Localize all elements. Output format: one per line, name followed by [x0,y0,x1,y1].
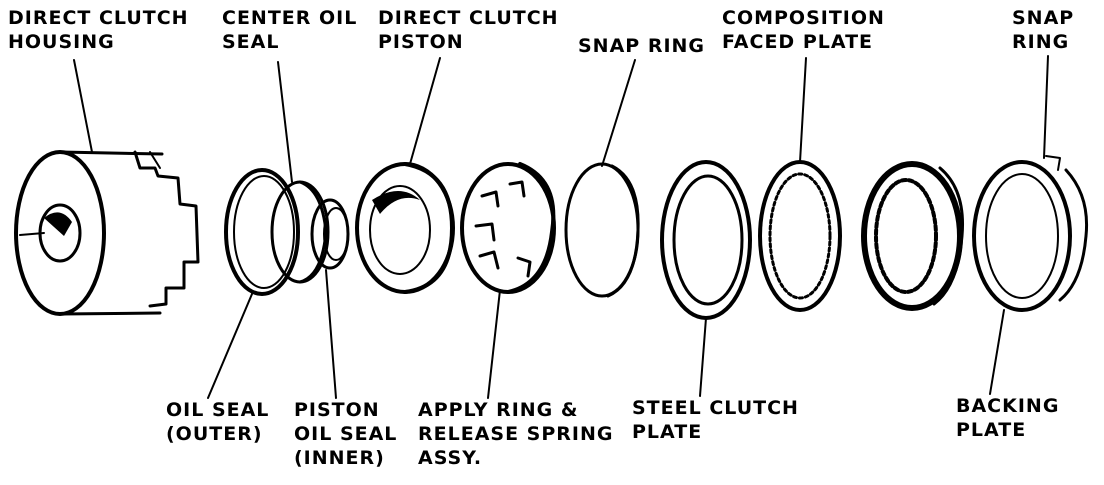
label-line: APPLY RING & [418,399,579,421]
label-oil-seal-outer: OIL SEAL (OUTER) [166,398,269,446]
label-snap-ring-1: SNAP RING [578,34,705,58]
clutch-pack-part [861,161,965,311]
label-line: STEEL CLUTCH [632,397,799,419]
label-line: DIRECT CLUTCH [378,7,559,29]
label-line: OIL SEAL [166,399,270,421]
label-line: (OUTER) [166,423,263,445]
label-piston-oil-seal-inner: PISTON OIL SEAL (INNER) [294,398,397,470]
label-line: (INNER) [294,447,385,469]
label-steel-clutch-plate: STEEL CLUTCH PLATE [632,396,799,444]
apply-ring-part [460,162,556,294]
label-direct-clutch-housing: DIRECT CLUTCH HOUSING [8,6,189,54]
label-line: RING [1012,31,1070,53]
label-line: SNAP [1012,7,1075,29]
label-line: CENTER OIL [222,7,358,29]
label-line: OIL SEAL [294,423,398,445]
label-line: PISTON [378,31,464,53]
label-line: SNAP RING [578,35,706,57]
label-direct-clutch-piston: DIRECT CLUTCH PISTON [378,6,559,54]
label-center-oil-seal: CENTER OIL SEAL [222,6,357,54]
label-line: PLATE [956,419,1027,441]
steel-clutch-plate-part [660,160,752,320]
label-backing-plate: BACKING PLATE [956,394,1059,442]
label-line: HOUSING [8,31,115,53]
oil-seal-outer-part [224,168,300,296]
label-line: DIRECT CLUTCH [8,7,189,29]
direct-clutch-piston-part [355,162,455,294]
backing-plate-part [972,155,1089,312]
piston-oil-seal-inner-part [310,198,350,270]
center-oil-seal-part [270,180,330,284]
label-line: PISTON [294,399,380,421]
label-apply-ring-release-spring: APPLY RING & RELEASE SPRING ASSY. [418,398,613,470]
label-line: ASSY. [418,447,483,469]
label-line: PLATE [632,421,703,443]
label-line: SEAL [222,31,280,53]
label-composition-faced-plate: COMPOSITION FACED PLATE [722,6,885,54]
label-line: BACKING [956,395,1060,417]
label-line: RELEASE SPRING [418,423,614,445]
label-snap-ring-2: SNAP RING [1012,6,1074,54]
leader-lines [73,55,1049,399]
direct-clutch-housing-part [14,150,200,316]
label-line: FACED PLATE [722,31,874,53]
label-line: COMPOSITION [722,7,885,29]
composition-faced-plate-part [758,160,842,312]
snap-ring-part [564,162,640,298]
